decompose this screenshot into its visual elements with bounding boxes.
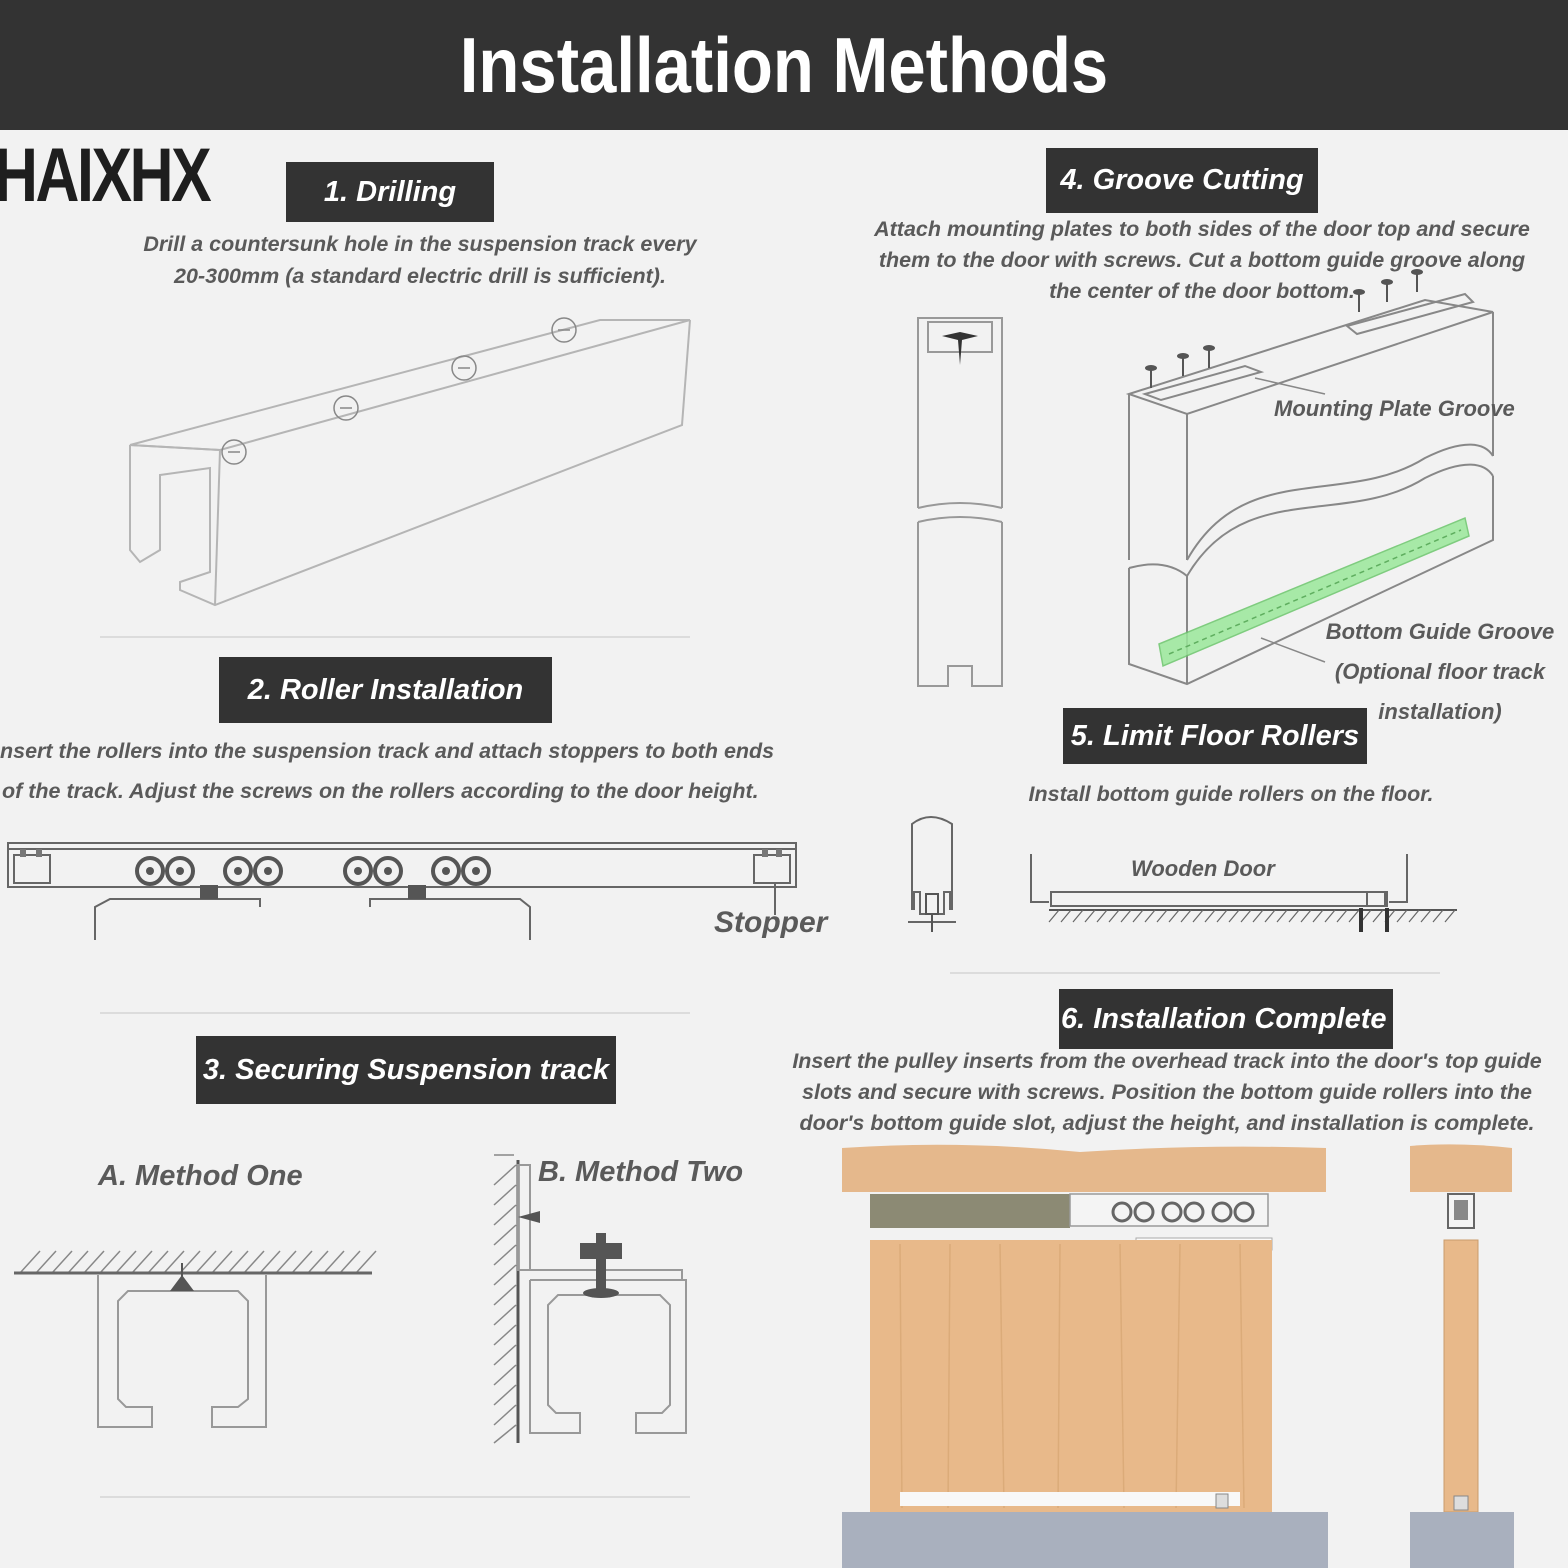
divider [950, 972, 1440, 974]
divider [100, 1496, 690, 1498]
brand-logo: HAIXHX [0, 133, 212, 218]
method-one-diagram [14, 1250, 377, 1428]
step-6-heading: 6. Installation Complete [1059, 989, 1393, 1049]
wooden-door-label: Wooden Door [1131, 856, 1275, 881]
bottom-guide-groove-label: Bottom Guide Groove (Optional floor trac… [1325, 619, 1555, 724]
step-6-description: Insert the pulley inserts from the overh… [792, 1049, 1542, 1135]
wooden-door-floor-diagram [1030, 854, 1457, 932]
roller-track-diagram [7, 842, 797, 940]
method-one-label: A. Method One [98, 1160, 303, 1192]
step-5-heading: 5. Limit Floor Rollers [1063, 708, 1367, 764]
step-4-heading: 4. Groove Cutting [1046, 148, 1318, 213]
title-banner: Installation Methods [0, 0, 1568, 130]
floor-roller-section-diagram [908, 816, 956, 932]
step-3-heading: 3. Securing Suspension track [196, 1036, 616, 1104]
step-1-description: Drill a countersunk hole in the suspensi… [143, 232, 697, 288]
method-two-diagram [493, 1154, 687, 1444]
divider [100, 1012, 690, 1014]
step-4-description: Attach mounting plates to both sides of … [874, 217, 1530, 303]
step-2-heading: 2. Roller Installation [219, 657, 552, 723]
drilling-track-diagram [129, 317, 691, 607]
divider [100, 636, 690, 638]
door-groove-diagram [1125, 269, 1494, 686]
installed-door-front-diagram [842, 1144, 1328, 1568]
step-2-description: nsert the rollers into the suspension tr… [0, 739, 775, 803]
installed-door-side-diagram [1410, 1144, 1514, 1568]
page-title: Installation Methods [459, 20, 1109, 109]
method-two-label: B. Method Two [538, 1156, 744, 1188]
stopper-label: Stopper [714, 906, 828, 939]
door-section-diagram [917, 317, 1003, 687]
step-5-description: Install bottom guide rollers on the floo… [1028, 782, 1434, 806]
mounting-plate-groove-label: Mounting Plate Groove [1274, 396, 1515, 421]
step-1-heading: 1. Drilling [286, 162, 494, 222]
